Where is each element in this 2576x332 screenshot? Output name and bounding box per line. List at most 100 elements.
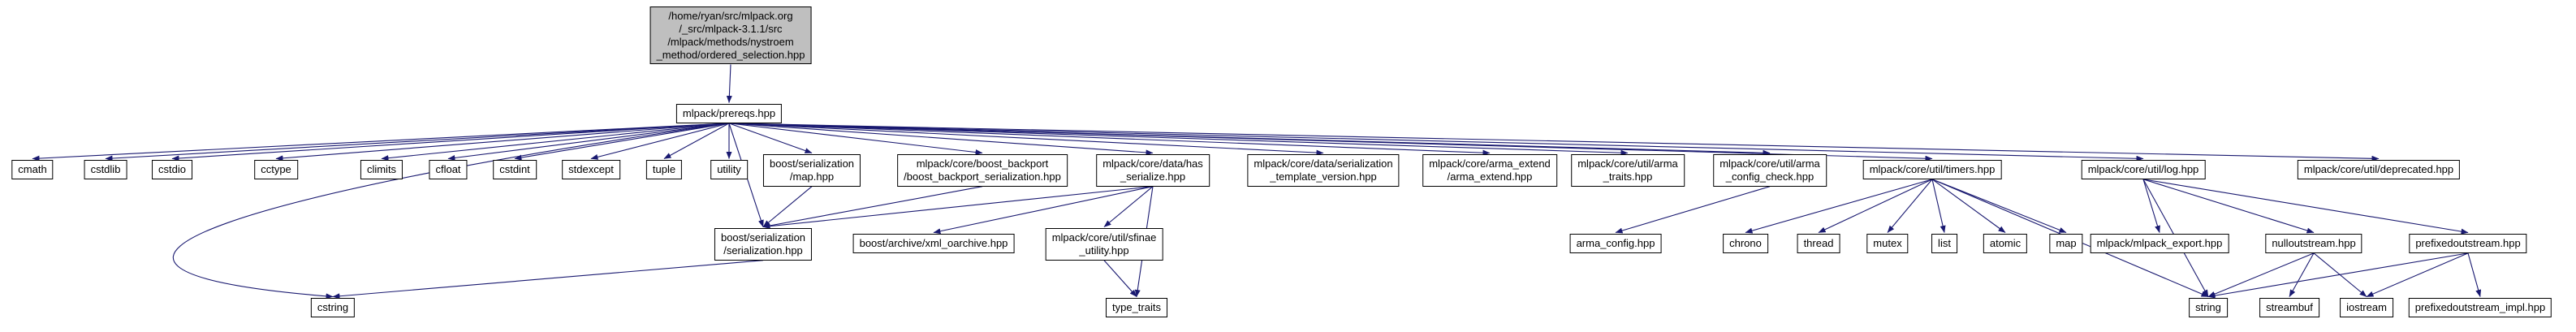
graph-edge-prereqs-to-cfloat [447, 123, 730, 161]
graph-node-timers[interactable]: mlpack/core/util/timers.hpp [1862, 160, 2002, 179]
graph-node-label: mlpack/core/boost_backport [916, 157, 1049, 170]
graph-node-prefixedoutstream-impl[interactable]: prefixedoutstream_impl.hpp [2408, 298, 2552, 317]
graph-node-root: /home/ryan/src/mlpack.org/_src/mlpack-3.… [649, 6, 812, 65]
graph-node-arma-config-check[interactable]: mlpack/core/util/arma_config_check.hpp [1713, 154, 1827, 187]
graph-node-label: mlpack/core/util/arma [1719, 157, 1820, 170]
graph-node-nulloutstream[interactable]: nulloutstream.hpp [2265, 234, 2362, 253]
graph-node-streambuf: streambuf [2259, 298, 2319, 317]
graph-edge-timers-to-chrono [1745, 179, 1933, 234]
graph-node-arma-config[interactable]: arma_config.hpp [1569, 234, 1662, 253]
graph-edge-has-serialize-to-xml-oarchive [933, 186, 1154, 235]
graph-node-label: utility [717, 163, 741, 175]
graph-node-label: streambuf [2266, 301, 2313, 313]
graph-node-label: climits [366, 163, 397, 175]
graph-node-label: /mlpack/methods/nystroem [667, 35, 794, 48]
graph-node-chrono: chrono [1723, 234, 1768, 253]
graph-node-label: /boost_backport_serialization.hpp [904, 170, 1061, 183]
graph-node-label: map [2056, 237, 2077, 249]
graph-node-mlpack-export[interactable]: mlpack/mlpack_export.hpp [2090, 234, 2229, 253]
graph-node-arma-extend[interactable]: mlpack/core/arma_extend/arma_extend.hpp [1422, 154, 1557, 187]
graph-edge-prereqs-to-timers [728, 123, 1933, 162]
graph-edge-prereqs-to-cstdint [514, 123, 730, 161]
graph-edge-prereqs-to-cmath [32, 123, 730, 162]
graph-node-type-traits: type_traits [1106, 298, 1167, 317]
graph-node-has-serialize[interactable]: mlpack/core/data/has_serialize.hpp [1096, 154, 1210, 187]
graph-edge-nulloutstream-to-streambuf [2289, 252, 2315, 297]
graph-edge-prereqs-to-cstring [172, 123, 730, 300]
graph-edge-prereqs-to-serialization-template-version [728, 123, 1324, 156]
graph-edge-prereqs-to-cctype [275, 123, 730, 162]
graph-node-cmath: cmath [11, 160, 54, 179]
graph-node-label: cstring [317, 301, 349, 313]
graph-node-xml-oarchive[interactable]: boost/archive/xml_oarchive.hpp [852, 234, 1015, 253]
graph-node-string: string [2189, 298, 2228, 317]
graph-node-arma-traits[interactable]: mlpack/core/util/arma_traits.hpp [1571, 154, 1685, 187]
graph-node-label: /arma_extend.hpp [1447, 170, 1533, 183]
graph-node-cctype: cctype [254, 160, 298, 179]
graph-node-cstdint: cstdint [493, 160, 537, 179]
graph-edge-boost-serialization-to-cstring [332, 260, 764, 300]
graph-node-label: cstdio [158, 163, 186, 175]
graph-node-label: tuple [652, 163, 676, 175]
graph-node-label: cfloat [435, 163, 461, 175]
graph-edge-log-to-prefixedoutstream [2142, 179, 2469, 235]
graph-edge-has-serialize-to-sfinae-utility [1103, 186, 1154, 227]
graph-node-label: mlpack/core/util/sfinae [1051, 231, 1157, 244]
graph-edge-prereqs-to-arma-traits [728, 123, 1629, 156]
graph-edge-timers-to-atomic [1931, 179, 2006, 233]
graph-node-label: _method/ordered_selection.hpp [656, 48, 805, 61]
graph-node-stdexcept: stdexcept [562, 160, 620, 179]
graph-edge-timers-to-map [1931, 179, 2067, 234]
graph-node-serialization-template-version[interactable]: mlpack/core/data/serialization_template_… [1247, 154, 1400, 187]
graph-node-utility: utility [710, 160, 748, 179]
graph-node-label: /home/ryan/src/mlpack.org [668, 10, 793, 22]
graph-node-label: thread [1803, 237, 1834, 249]
graph-edge-prereqs-to-tuple [663, 123, 730, 159]
graph-edge-prereqs-to-has-serialize [728, 123, 1154, 156]
graph-edge-timers-to-thread [1818, 179, 1933, 233]
graph-edge-boost-backport-serialization-to-boost-serialization [762, 186, 983, 229]
graph-node-prefixedoutstream[interactable]: prefixedoutstream.hpp [2409, 234, 2527, 253]
graph-node-label: _template_version.hpp [1270, 170, 1377, 183]
graph-edge-boost-serialization-map-to-boost-serialization [762, 186, 813, 227]
graph-node-label: mlpack/core/util/deprecated.hpp [2303, 163, 2454, 175]
graph-edge-nulloutstream-to-string [2207, 252, 2315, 298]
graph-node-label: boost/serialization [769, 157, 855, 170]
graph-node-sfinae-utility[interactable]: mlpack/core/util/sfinae_utility.hpp [1045, 228, 1163, 261]
graph-node-map: map [2049, 234, 2083, 253]
graph-edge-root-to-prereqs [726, 64, 732, 103]
graph-node-iostream: iostream [2340, 298, 2393, 317]
graph-edge-prereqs-to-cstdlib [105, 123, 730, 162]
graph-node-cstring: cstring [310, 298, 356, 317]
graph-node-boost-serialization[interactable]: boost/serialization/serialization.hpp [714, 228, 813, 261]
graph-node-log[interactable]: mlpack/core/util/log.hpp [2081, 160, 2206, 179]
graph-node-label: _traits.hpp [1603, 170, 1653, 183]
graph-edge-prefixedoutstream-to-prefixedoutstream-impl [2467, 252, 2482, 297]
graph-edge-prefixedoutstream-to-string [2207, 252, 2469, 299]
graph-edge-prereqs-to-boost-serialization-map [728, 123, 813, 154]
graph-node-label: _utility.hpp [1079, 244, 1129, 257]
graph-edge-prereqs-to-stdexcept [590, 123, 730, 160]
graph-node-climits: climits [360, 160, 403, 179]
graph-edge-prefixedoutstream-to-iostream [2366, 252, 2469, 298]
graph-node-label: mlpack/core/util/log.hpp [2087, 163, 2199, 175]
graph-edge-prereqs-to-cstdio [171, 123, 730, 162]
graph-node-prereqs[interactable]: mlpack/prereqs.hpp [675, 104, 783, 123]
graph-edge-timers-to-mutex [1887, 179, 1933, 233]
graph-node-label: boost/archive/xml_oarchive.hpp [859, 237, 1008, 249]
graph-node-label: nulloutstream.hpp [2272, 237, 2356, 249]
graph-node-label: cctype [261, 163, 291, 175]
graph-node-label: /_src/mlpack-3.1.1/src [679, 22, 783, 35]
graph-node-label: mlpack/mlpack_export.hpp [2096, 237, 2223, 249]
graph-node-boost-serialization-map[interactable]: boost/serialization/map.hpp [762, 154, 861, 187]
graph-node-label: mlpack/core/arma_extend [1429, 157, 1551, 170]
graph-node-label: atomic [1989, 237, 2022, 249]
graph-node-label: stdexcept [568, 163, 614, 175]
graph-node-boost-backport-serialization[interactable]: mlpack/core/boost_backport/boost_backpor… [897, 154, 1068, 187]
graph-node-deprecated[interactable]: mlpack/core/util/deprecated.hpp [2297, 160, 2461, 179]
graph-node-label: /serialization.hpp [723, 244, 803, 257]
graph-node-label: mlpack/core/util/timers.hpp [1869, 163, 1996, 175]
